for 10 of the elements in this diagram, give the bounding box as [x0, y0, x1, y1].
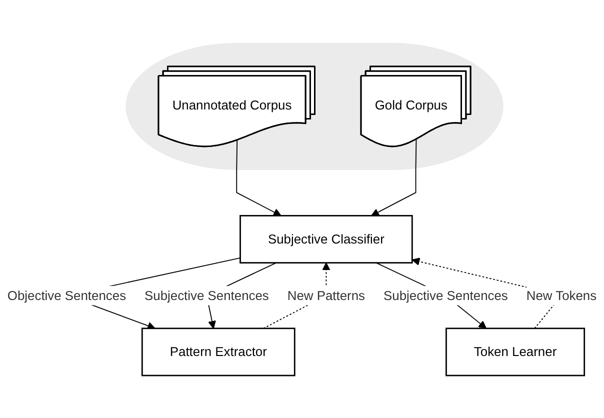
edge-label: Objective Sentences	[7, 287, 126, 302]
node-box: Token Learner	[446, 327, 586, 376]
node-box: Subjective Classifier	[240, 214, 413, 264]
edge-label: Subjective Sentences	[144, 287, 269, 302]
node-box: Pattern Extractor	[141, 327, 296, 376]
edge-label: New Tokens	[526, 287, 597, 302]
arrow	[236, 140, 282, 216]
arrow	[371, 138, 417, 216]
edge-label: Subjective Sentences	[384, 287, 508, 302]
edge-label: New Patterns	[287, 287, 366, 302]
